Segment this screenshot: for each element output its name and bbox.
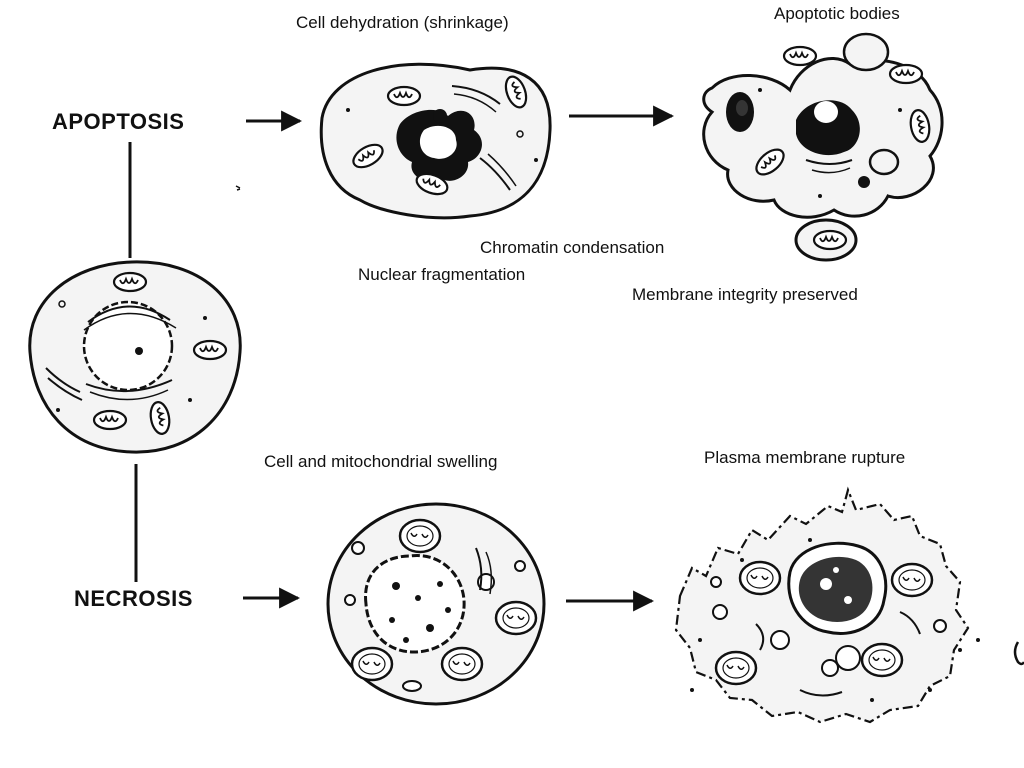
necrosis-label: NECROSIS [74,586,193,611]
pathway-connectors [128,142,138,582]
normal-cell-nucleus [82,300,174,392]
membrane-integrity-caption: Membrane integrity preserved [632,285,858,304]
ruptured-necrotic-cell [674,486,980,724]
apoptotic-bodies-cluster [702,32,944,262]
chromatin-condensation-caption: Chromatin condensation [480,238,665,257]
swollen-necrotic-cell [326,502,546,706]
cell-swelling-caption: Cell and mitochondrial swelling [264,452,498,471]
apoptotic-bodies-caption: Apoptotic bodies [774,4,900,23]
membrane-rupture-caption: Plasma membrane rupture [704,448,906,467]
apoptosis-label: APOPTOSIS [52,109,185,134]
cell-dehydration-caption: Cell dehydration (shrinkage) [296,13,509,32]
process-arrows [243,105,675,612]
swollen-nucleus [364,554,466,654]
normal-cell [28,260,242,454]
nuclear-fragmentation-caption: Nuclear fragmentation [358,265,526,284]
shrunken-apoptotic-cell [319,62,552,220]
scan-artifacts [235,185,1024,666]
